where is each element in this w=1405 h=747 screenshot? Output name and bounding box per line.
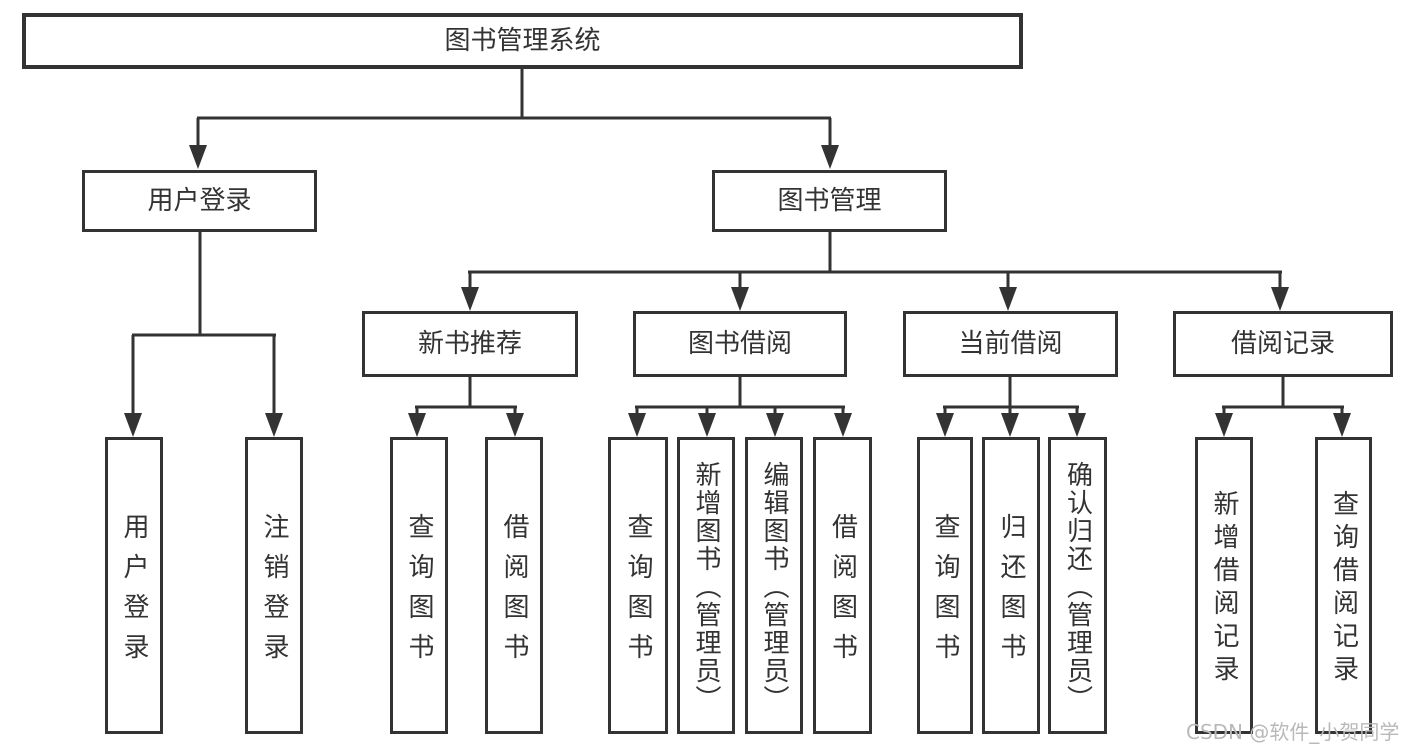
arrowhead-icon	[834, 413, 852, 437]
node-confirm-return-admin: 确认归还（管理员）	[1048, 437, 1107, 734]
arrowhead-icon	[1215, 413, 1233, 437]
node-new-book-recommend-label: 新书推荐	[417, 329, 522, 359]
connector-root-to-level1	[189, 69, 839, 169]
arrowhead-icon	[698, 413, 716, 437]
node-borrow-books-recommend-label: 借阅图书	[499, 512, 529, 673]
node-query-borrow-record-label: 查询借阅记录	[1328, 490, 1359, 688]
node-root-label: 图书管理系统	[444, 26, 601, 56]
node-add-borrow-record-label: 新增借阅记录	[1209, 490, 1239, 688]
node-query-books-recommend: 查询图书	[390, 437, 448, 734]
node-query-books-borrow: 查询图书	[608, 437, 668, 734]
node-borrow-books-recommend: 借阅图书	[485, 437, 543, 734]
node-query-books-current-label: 查询图书	[930, 512, 960, 673]
node-add-book-admin: 新增图书（管理员）	[677, 437, 735, 734]
arrowhead-icon	[189, 145, 207, 169]
node-leaf-user-login-label: 用户登录	[119, 512, 149, 673]
connector-book-management-to-children	[461, 232, 1289, 311]
node-query-borrow-record: 查询借阅记录	[1315, 437, 1372, 734]
connector-current-borrow-to-children	[936, 377, 1086, 437]
arrowhead-icon	[1271, 287, 1289, 311]
node-user-login-label: 用户登录	[147, 186, 252, 216]
node-borrow-books-label: 借阅图书	[827, 512, 858, 673]
node-new-book-recommend: 新书推荐	[362, 311, 578, 377]
node-confirm-return-admin-label: 确认归还（管理员）	[1062, 460, 1093, 713]
node-query-books-recommend-label: 查询图书	[404, 512, 434, 673]
node-book-management: 图书管理	[712, 170, 947, 232]
watermark: CSDN @软件_小贺同学	[1186, 720, 1400, 744]
node-query-books-borrow-label: 查询图书	[623, 512, 653, 673]
node-current-borrow-label: 当前借阅	[958, 329, 1063, 359]
node-edit-book-admin: 编辑图书（管理员）	[745, 437, 803, 734]
arrowhead-icon	[1333, 413, 1351, 437]
arrowhead-icon	[1068, 413, 1086, 437]
arrowhead-icon	[766, 413, 784, 437]
arrowhead-icon	[124, 413, 142, 437]
arrowhead-icon	[999, 287, 1017, 311]
node-borrow-records: 借阅记录	[1173, 311, 1393, 377]
arrowhead-icon	[731, 287, 749, 311]
connector-user-login-to-children	[124, 232, 283, 437]
node-current-borrow: 当前借阅	[903, 311, 1118, 377]
node-leaf-user-login: 用户登录	[105, 437, 163, 734]
node-book-borrow-label: 图书借阅	[687, 329, 792, 359]
connector-book-borrow-to-children	[628, 377, 852, 437]
arrowhead-icon	[936, 413, 954, 437]
node-root: 图书管理系统	[22, 13, 1023, 69]
node-book-management-label: 图书管理	[777, 186, 882, 216]
node-borrow-records-label: 借阅记录	[1230, 329, 1335, 359]
connector-new-book-to-children	[408, 377, 524, 437]
node-book-borrow: 图书借阅	[633, 311, 847, 377]
arrowhead-icon	[821, 145, 839, 169]
node-add-borrow-record: 新增借阅记录	[1195, 437, 1253, 734]
node-add-book-admin-label: 新增图书（管理员）	[691, 460, 721, 713]
arrowhead-icon	[265, 413, 283, 437]
arrowhead-icon	[1001, 413, 1019, 437]
arrowhead-icon	[506, 413, 524, 437]
arrowhead-icon	[628, 413, 646, 437]
connector-borrow-records-to-children	[1215, 377, 1351, 437]
node-user-login: 用户登录	[82, 170, 317, 232]
arrowhead-icon	[461, 287, 479, 311]
node-borrow-books: 借阅图书	[813, 437, 872, 734]
arrowhead-icon	[408, 413, 426, 437]
node-query-books-current: 查询图书	[917, 437, 973, 734]
node-return-book-label: 归还图书	[996, 512, 1026, 673]
node-logout-login: 注销登录	[245, 437, 303, 734]
node-return-book: 归还图书	[982, 437, 1040, 734]
node-logout-login-label: 注销登录	[259, 512, 289, 673]
node-edit-book-admin-label: 编辑图书（管理员）	[759, 460, 789, 713]
